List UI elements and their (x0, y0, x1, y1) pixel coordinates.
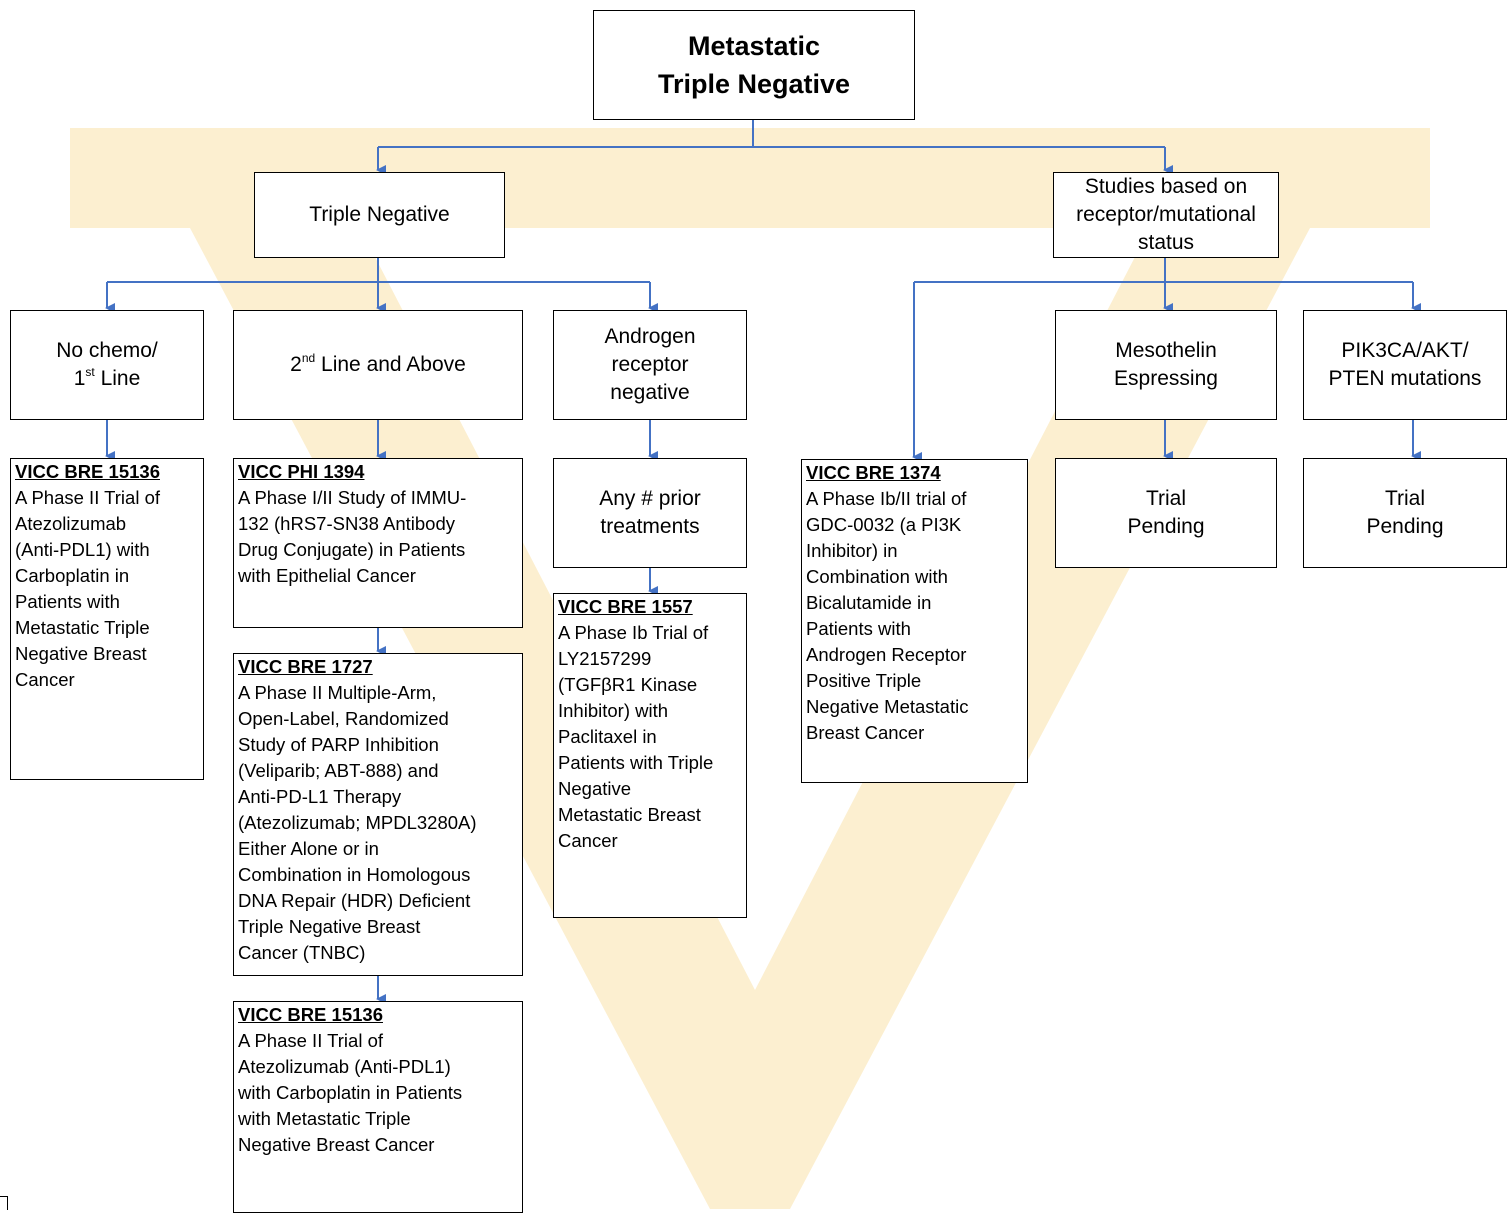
pending-mesothelin-node: Trial Pending (1055, 458, 1277, 568)
studies-node: Studies based on receptor/mutational sta… (1053, 172, 1279, 258)
no-chemo-num: 1 (73, 367, 86, 390)
any-prior-line-2: treatments (600, 515, 700, 538)
trial-id: VICC PHI 1394 (238, 461, 365, 482)
trial-box-bre15136-second-line: VICC BRE 15136 A Phase II Trial of Atezo… (233, 1001, 523, 1213)
second-line-label: 2nd Line and Above (290, 351, 466, 379)
pik3ca-line-2: PTEN mutations (1328, 367, 1482, 390)
triple-negative-label: Triple Negative (309, 203, 450, 226)
pending-pik-line-2: Pending (1366, 515, 1444, 538)
androgen-node: Androgen receptor negative (553, 310, 747, 420)
no-chemo-line-1: No chemo/ (56, 339, 158, 362)
trial-box-bre1557: VICC BRE 1557 A Phase Ib Trial of LY2157… (553, 593, 747, 918)
any-prior-node: Any # prior treatments (553, 458, 747, 568)
pik3ca-line-1: PIK3CA/AKT/ (1341, 339, 1469, 362)
root-title-line-2: Triple Negative (657, 69, 851, 99)
studies-line-3: status (1137, 231, 1195, 254)
androgen-line-3: negative (610, 381, 690, 404)
no-chemo-sup: st (85, 365, 95, 379)
no-chemo-line-2: 1st Line (74, 365, 141, 393)
trial-id: VICC BRE 15136 (15, 461, 160, 482)
trial-description: A Phase II Trial of Atezolizumab (Anti-P… (238, 1030, 463, 1155)
trial-id: VICC BRE 1557 (558, 596, 693, 617)
mesothelin-line-2: Espressing (1114, 367, 1218, 390)
root-title-line-1: Metastatic (687, 31, 821, 61)
trial-description: A Phase II Multiple-Arm, Open-Label, Ran… (238, 682, 477, 963)
no-chemo-node: No chemo/ 1st Line (10, 310, 204, 420)
any-prior-line-1: Any # prior (599, 487, 701, 510)
pik3ca-node: PIK3CA/AKT/ PTEN mutations (1303, 310, 1507, 420)
second-line-sup: nd (301, 351, 316, 365)
trial-description: A Phase Ib Trial of LY2157299 (TGFβR1 Ki… (558, 622, 714, 851)
studies-line-2: receptor/mutational (1076, 203, 1256, 226)
root-node: Metastatic Triple Negative (593, 10, 915, 120)
second-line-node: 2nd Line and Above (233, 310, 523, 420)
trial-id: VICC BRE 1374 (806, 462, 941, 483)
corner-fragment (0, 1196, 8, 1210)
pending-meso-line-2: Pending (1127, 515, 1205, 538)
triple-negative-node: Triple Negative (254, 172, 505, 258)
androgen-line-2: receptor (611, 353, 689, 376)
androgen-line-1: Androgen (604, 325, 696, 348)
trial-description: A Phase Ib/II trial of GDC-0032 (a PI3K … (806, 488, 969, 743)
trial-description: A Phase II Trial of Atezolizumab (Anti-P… (15, 487, 160, 690)
second-line-rest: Line and Above (315, 353, 466, 376)
trial-description: A Phase I/II Study of IMMU- 132 (hRS7-SN… (238, 487, 467, 586)
studies-line-1: Studies based on (1084, 175, 1248, 198)
pending-meso-line-1: Trial (1145, 487, 1187, 510)
trial-box-bre15136-first-line: VICC BRE 15136 A Phase II Trial of Atezo… (10, 458, 204, 780)
pending-pik3ca-node: Trial Pending (1303, 458, 1507, 568)
trial-box-phi1394: VICC PHI 1394 A Phase I/II Study of IMMU… (233, 458, 523, 628)
trial-box-bre1374: VICC BRE 1374 A Phase Ib/II trial of GDC… (801, 459, 1028, 783)
pending-pik-line-1: Trial (1384, 487, 1426, 510)
trial-id: VICC BRE 1727 (238, 656, 373, 677)
mesothelin-line-1: Mesothelin (1115, 339, 1217, 362)
trial-id: VICC BRE 15136 (238, 1004, 383, 1025)
mesothelin-node: Mesothelin Espressing (1055, 310, 1277, 420)
second-line-num: 2 (290, 353, 302, 376)
trial-box-bre1727: VICC BRE 1727 A Phase II Multiple-Arm, O… (233, 653, 523, 976)
no-chemo-rest: Line (94, 367, 141, 390)
